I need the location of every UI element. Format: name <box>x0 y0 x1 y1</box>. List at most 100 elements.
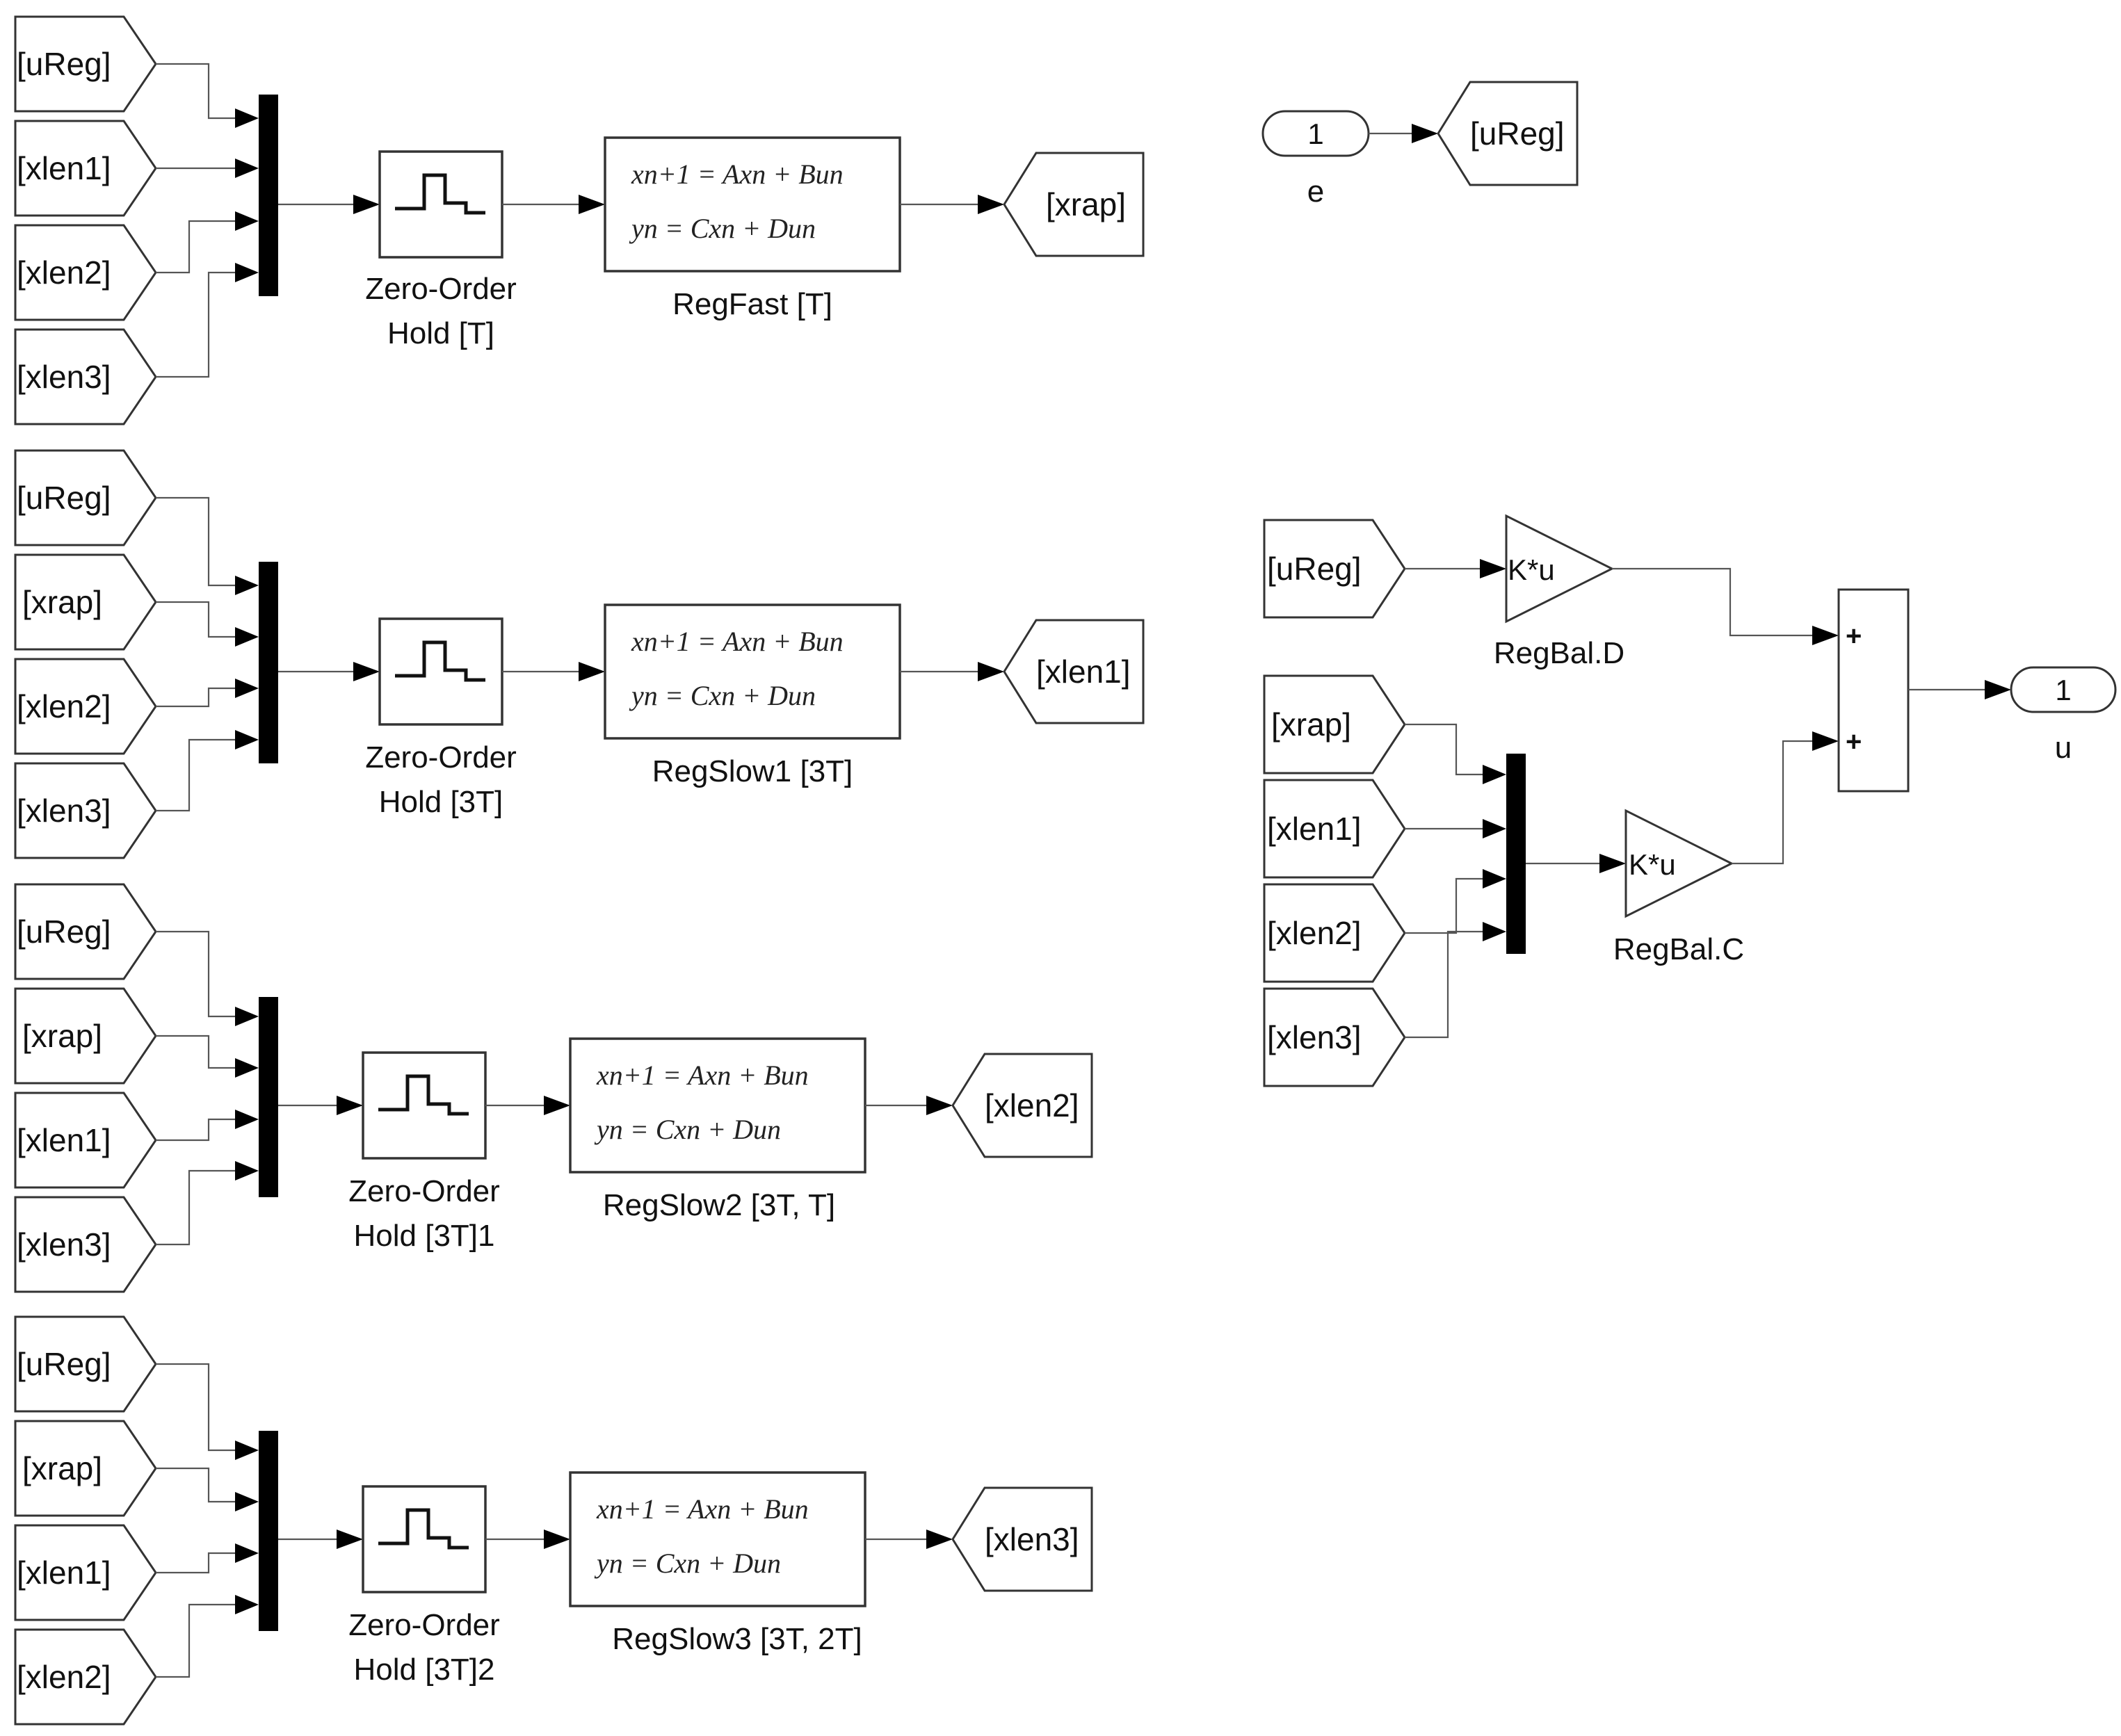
discrete-state-space-block[interactable]: xn+1 = Axn + Bun yn = Cxn + Dun <box>604 603 901 740</box>
from-tag[interactable]: [xlen2] <box>14 658 157 755</box>
gain-block-c[interactable]: K*u <box>1624 809 1734 918</box>
gain-label: RegBal.C <box>1613 932 1744 966</box>
controller-group-fast: [uReg] [xlen1] [xlen2] [xlen3] Ze <box>14 15 1145 425</box>
output-equation: yn = Cxn + Dun <box>594 1548 781 1579</box>
from-tag-label: [uReg] <box>1267 551 1362 587</box>
mux-block[interactable] <box>1506 754 1526 954</box>
goto-tag[interactable]: [xlen2] <box>951 1053 1093 1158</box>
regulator-label: RegSlow3 [3T, 2T] <box>612 1622 862 1656</box>
discrete-state-space-block[interactable]: xn+1 = Axn + Bun yn = Cxn + Dun <box>569 1037 866 1174</box>
inport-name: e <box>1307 175 1324 209</box>
from-tag-label: [uReg] <box>17 914 111 950</box>
hold-label-line2: Hold [3T]1 <box>354 1219 495 1253</box>
sum-sign: + <box>1846 727 1862 757</box>
from-tag-label: [xlen1] <box>17 1122 111 1158</box>
zero-order-hold-block[interactable] <box>362 1485 487 1593</box>
from-tag-label: [xrap] <box>22 1018 102 1054</box>
from-tag-label: [xlen2] <box>17 688 111 724</box>
gain-text: K*u <box>1508 553 1555 586</box>
hold-label-line1: Zero-Order <box>365 272 517 306</box>
from-tag[interactable]: [uReg] <box>14 449 157 546</box>
from-tag[interactable]: [xlen3] <box>14 328 157 425</box>
hold-label-line2: Hold [3T] <box>379 785 503 819</box>
sum-block[interactable]: + + <box>1837 588 1910 793</box>
gain-block-d[interactable]: K*u <box>1505 514 1615 624</box>
balance-section: [uReg] K*u RegBal.D [xrap] [xlen1] [xlen… <box>1263 514 2117 1087</box>
gain-label: RegBal.D <box>1494 636 1624 670</box>
mux-block[interactable] <box>259 997 278 1197</box>
from-tag[interactable]: [xlen2] <box>1263 883 1406 983</box>
from-tag-label: [xrap] <box>22 1450 102 1486</box>
output-equation: yn = Cxn + Dun <box>629 213 816 244</box>
goto-tag-label: [xrap] <box>1046 186 1126 222</box>
from-tag[interactable]: [uReg] <box>14 883 157 980</box>
regulator-label: RegFast [T] <box>672 287 832 321</box>
from-tag[interactable]: [xlen1] <box>14 1092 157 1189</box>
from-tag-label: [xlen2] <box>1267 915 1362 951</box>
zero-order-hold-block[interactable] <box>378 150 503 259</box>
goto-tag[interactable]: [xlen1] <box>1003 619 1145 724</box>
discrete-state-space-block[interactable]: xn+1 = Axn + Bun yn = Cxn + Dun <box>604 136 901 273</box>
goto-tag-label: [xlen1] <box>1036 654 1131 690</box>
zero-order-hold-block[interactable] <box>362 1051 487 1160</box>
goto-tag-label: [xlen2] <box>985 1087 1079 1123</box>
regulator-label: RegSlow1 [3T] <box>652 754 853 788</box>
hold-label-line1: Zero-Order <box>348 1608 500 1642</box>
from-tag-label: [xrap] <box>1271 706 1351 743</box>
from-tag[interactable]: [xlen3] <box>1263 987 1406 1087</box>
from-tag[interactable]: [xrap] <box>14 553 157 651</box>
from-tag[interactable]: [xlen1] <box>14 120 157 217</box>
from-tag-label: [xlen1] <box>17 1555 111 1591</box>
from-tag-label: [xlen2] <box>17 254 111 291</box>
discrete-state-space-block[interactable]: xn+1 = Axn + Bun yn = Cxn + Dun <box>569 1471 866 1607</box>
goto-tag[interactable]: [xlen3] <box>951 1486 1093 1592</box>
goto-tag-label: [xlen3] <box>985 1521 1079 1557</box>
from-tag-label: [xlen2] <box>17 1659 111 1695</box>
from-tag[interactable]: [xlen2] <box>14 1628 157 1726</box>
goto-tag-label: [uReg] <box>1470 115 1565 152</box>
controller-group-slow3: [uReg] [xrap] [xlen1] [xlen2] Zero-Order <box>14 1315 1093 1726</box>
controller-group-slow2: [uReg] [xrap] [xlen1] [xlen3] Zero-Order <box>14 883 1093 1293</box>
zero-order-hold-block[interactable] <box>378 617 503 726</box>
from-tag-label: [uReg] <box>17 1346 111 1382</box>
goto-tag[interactable]: [uReg] <box>1437 81 1579 186</box>
from-tag[interactable]: [xlen2] <box>14 224 157 321</box>
gain-text: K*u <box>1629 848 1676 881</box>
from-tag[interactable]: [xlen3] <box>14 1196 157 1293</box>
output-equation: yn = Cxn + Dun <box>594 1114 781 1145</box>
regulator-label: RegSlow2 [3T, T] <box>603 1188 835 1222</box>
from-tag[interactable]: [uReg] <box>1263 519 1406 619</box>
from-tag[interactable]: [xlen3] <box>14 762 157 859</box>
from-tag[interactable]: [uReg] <box>14 1315 157 1413</box>
hold-label-line2: Hold [T] <box>387 316 494 350</box>
goto-tag[interactable]: [xrap] <box>1003 152 1145 257</box>
mux-block[interactable] <box>259 95 278 296</box>
inport-number: 1 <box>1307 117 1323 150</box>
inport-block[interactable]: 1 <box>1261 110 1370 157</box>
from-tag-label: [xlen3] <box>1267 1019 1362 1055</box>
from-tag-label: [uReg] <box>17 46 111 82</box>
state-equation: xn+1 = Axn + Bun <box>631 626 844 657</box>
hold-label-line1: Zero-Order <box>348 1174 500 1208</box>
mux-block[interactable] <box>259 1431 278 1631</box>
outport-number: 1 <box>2055 674 2071 706</box>
mux-block[interactable] <box>259 562 278 763</box>
outport-block[interactable]: 1 <box>2010 666 2117 713</box>
from-tag-label: [xlen3] <box>17 359 111 395</box>
from-tag-label: [xlen3] <box>17 793 111 829</box>
from-tag[interactable]: [xlen1] <box>14 1524 157 1621</box>
from-tag[interactable]: [xrap] <box>14 1420 157 1517</box>
from-tag[interactable]: [xrap] <box>14 987 157 1085</box>
inport-e: 1 e [uReg] <box>1261 81 1579 209</box>
from-tag-label: [xlen3] <box>17 1226 111 1263</box>
output-equation: yn = Cxn + Dun <box>629 680 816 711</box>
from-tag[interactable]: [uReg] <box>14 15 157 113</box>
from-tag[interactable]: [xlen1] <box>1263 779 1406 879</box>
hold-label-line1: Zero-Order <box>365 740 517 774</box>
state-equation: xn+1 = Axn + Bun <box>631 159 844 190</box>
from-tag-label: [xrap] <box>22 584 102 620</box>
from-tag[interactable]: [xrap] <box>1263 674 1406 774</box>
state-equation: xn+1 = Axn + Bun <box>596 1060 809 1091</box>
controller-group-slow1: [uReg] [xrap] [xlen2] [xlen3] Zero-Order <box>14 449 1145 859</box>
